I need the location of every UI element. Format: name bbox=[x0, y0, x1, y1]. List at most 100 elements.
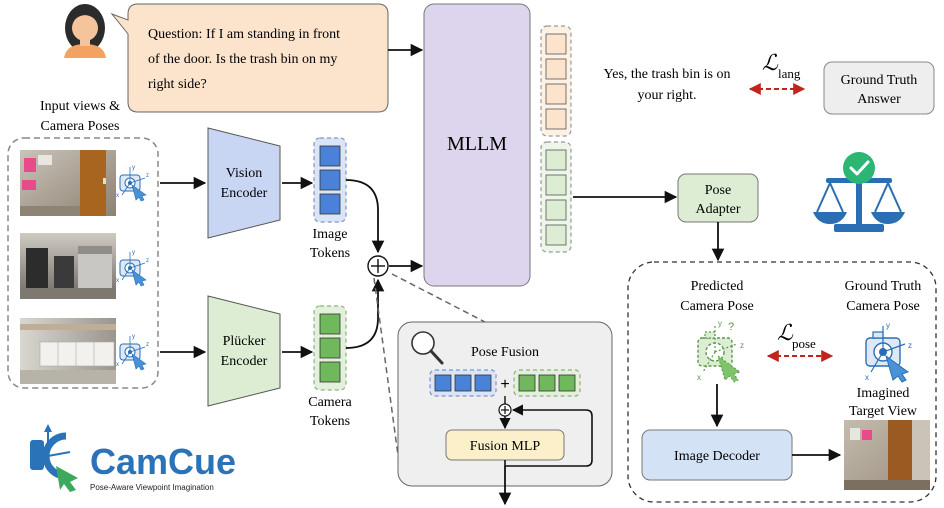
fusion-image-token bbox=[474, 374, 492, 392]
input-label-line-1: Input views & bbox=[40, 99, 120, 114]
camera-token bbox=[319, 337, 341, 359]
camcue-logo-icon bbox=[30, 424, 78, 492]
input-view-1 bbox=[20, 150, 116, 216]
ground-truth-answer-line-1: Ground Truth bbox=[841, 73, 918, 88]
imagined-view-line-2: Target View bbox=[849, 404, 918, 419]
predicted-pose-x-axis-label: x bbox=[697, 373, 701, 382]
predicted-pose-question-mark: ? bbox=[728, 321, 734, 333]
pose-token bbox=[545, 174, 567, 196]
vision-encoder-line-1: Vision bbox=[226, 166, 263, 181]
fusion-plus-icon bbox=[367, 255, 389, 277]
plucker-encoder-line-1: Plücker bbox=[223, 334, 266, 349]
input-camera-pose-icon: y z x bbox=[116, 165, 149, 202]
ground-truth-pose-z-axis-label: z bbox=[908, 341, 912, 350]
answer-line-1: Yes, the trash bin is on bbox=[604, 67, 731, 82]
image-tokens-label-2: Tokens bbox=[310, 246, 350, 261]
logo-tagline: Pose-Aware Viewpoint Imagination bbox=[90, 483, 214, 492]
input-camera-pose-icon: y z x bbox=[116, 334, 149, 371]
predicted-pose-z-axis-label: z bbox=[740, 341, 744, 350]
fusion-image-token bbox=[434, 374, 452, 392]
input-pose-y-axis-label: y bbox=[132, 165, 135, 171]
ground-truth-answer-line-2: Answer bbox=[857, 92, 901, 107]
input-pose-z-axis-label: z bbox=[146, 173, 149, 179]
question-line-3: right side? bbox=[148, 77, 207, 92]
fusion-zoom-line-1 bbox=[391, 273, 486, 323]
logo-wordmark: CamCue bbox=[90, 441, 236, 482]
check-badge-icon bbox=[843, 152, 875, 184]
vision-encoder-line-2: Encoder bbox=[221, 186, 268, 201]
imagined-target-view-image bbox=[844, 420, 930, 490]
loss-lang-symbol: ℒ bbox=[762, 50, 779, 75]
input-view-2 bbox=[20, 233, 116, 299]
question-line-2: of the door. Is the trash bin on my bbox=[148, 52, 337, 67]
pose-fusion-title: Pose Fusion bbox=[471, 345, 539, 360]
input-view-3 bbox=[20, 318, 116, 384]
ground-truth-answer-box bbox=[823, 61, 935, 115]
image-token bbox=[319, 145, 341, 167]
loss-pose-subscript: pose bbox=[792, 336, 816, 351]
input-pose-x-axis-label: x bbox=[116, 193, 119, 199]
ground-truth-pose-x-axis-label: x bbox=[865, 373, 869, 382]
fusion-plus-sign: + bbox=[500, 376, 509, 393]
fusion-residual-loop bbox=[504, 404, 593, 467]
pose-token bbox=[545, 224, 567, 246]
input-pose-y-axis-label: y bbox=[132, 250, 135, 256]
plucker-encoder-block bbox=[207, 295, 281, 407]
magnifier-icon bbox=[411, 331, 444, 365]
loss-lang-subscript: lang bbox=[778, 66, 801, 81]
camera-tokens-label-2: Tokens bbox=[310, 414, 350, 429]
answer-line-2: your right. bbox=[637, 88, 696, 103]
image-decoder-label: Image Decoder bbox=[674, 449, 760, 464]
fusion-image-token bbox=[454, 374, 472, 392]
question-bubble bbox=[110, 3, 389, 113]
ground-truth-pose-line-1: Ground Truth bbox=[845, 279, 922, 294]
plucker-encoder-line-2: Encoder bbox=[221, 354, 268, 369]
predicted-camera-pose-icon bbox=[697, 326, 742, 383]
ground-truth-camera-pose-icon bbox=[865, 326, 910, 383]
input-views-container bbox=[7, 137, 159, 389]
predicted-pose-line-1: Predicted bbox=[691, 279, 744, 294]
answer-token bbox=[545, 83, 567, 105]
input-pose-z-axis-label: z bbox=[146, 342, 149, 348]
camera-tokens-label-1: Camera bbox=[308, 395, 352, 410]
image-token bbox=[319, 193, 341, 215]
camera-token bbox=[319, 313, 341, 335]
mllm-block bbox=[423, 3, 531, 287]
fusion-camera-token bbox=[538, 374, 556, 392]
fusion-camera-token bbox=[558, 374, 576, 392]
input-pose-y-axis-label: y bbox=[132, 334, 135, 340]
image-tokens-to-fusion-path bbox=[345, 179, 385, 254]
imagination-region bbox=[627, 261, 937, 503]
user-avatar-icon bbox=[64, 4, 106, 58]
mllm-label: MLLM bbox=[447, 133, 507, 155]
answer-token bbox=[545, 108, 567, 130]
camera-tokens-to-fusion-path bbox=[345, 278, 385, 349]
fusion-mlp-label: Fusion MLP bbox=[470, 439, 541, 454]
predicted-pose-y-axis-label: y bbox=[718, 319, 722, 328]
pose-token bbox=[545, 199, 567, 221]
input-pose-x-axis-label: x bbox=[116, 362, 119, 368]
ground-truth-pose-y-axis-label: y bbox=[886, 321, 890, 330]
image-tokens-label-1: Image bbox=[313, 227, 348, 242]
fusion-camera-token bbox=[518, 374, 536, 392]
input-pose-z-axis-label: z bbox=[146, 258, 149, 264]
balance-scale-icon bbox=[813, 165, 905, 232]
question-line-1: Question: If I am standing in front bbox=[148, 27, 340, 42]
answer-token bbox=[545, 33, 567, 55]
camera-token bbox=[319, 361, 341, 383]
fusion-zoom-line-2 bbox=[373, 277, 401, 471]
pose-adapter-line-1: Pose bbox=[705, 183, 731, 198]
input-pose-x-axis-label: x bbox=[116, 278, 119, 284]
vision-encoder-block bbox=[207, 127, 281, 239]
pose-adapter-line-2: Adapter bbox=[695, 202, 740, 217]
loss-pose-symbol: ℒ bbox=[777, 320, 794, 345]
ground-truth-pose-line-2: Camera Pose bbox=[846, 299, 919, 314]
answer-token bbox=[545, 58, 567, 80]
image-token bbox=[319, 169, 341, 191]
input-label-line-2: Camera Poses bbox=[41, 119, 120, 134]
pose-token bbox=[545, 149, 567, 171]
imagined-view-line-1: Imagined bbox=[857, 386, 910, 401]
predicted-pose-line-2: Camera Pose bbox=[680, 299, 753, 314]
input-camera-pose-icon: y z x bbox=[116, 250, 149, 287]
